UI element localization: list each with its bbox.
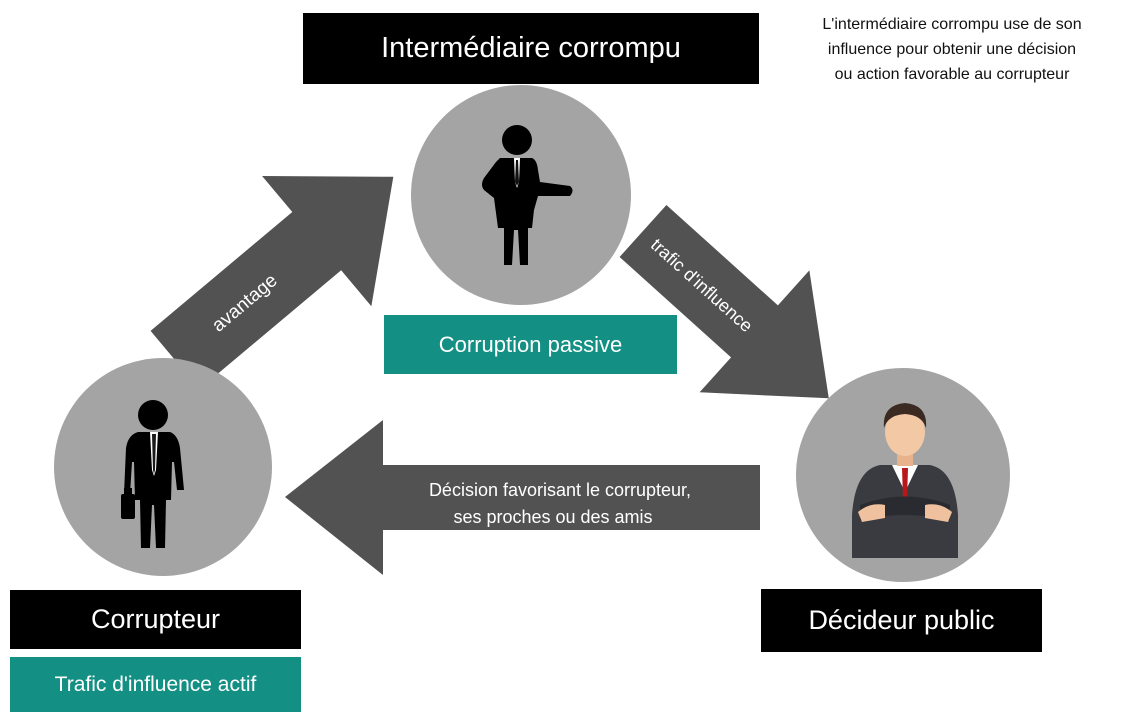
- businessman-pointing-icon: [482, 125, 573, 265]
- arrow-avantage-shape: [150, 175, 394, 390]
- trafic-influence-actif-badge: Trafic d'influence actif: [10, 657, 301, 712]
- arrow-decision-shape: [285, 420, 760, 575]
- arrow-decision-label-line2: ses proches ou des amis: [453, 507, 652, 527]
- intermediaire-label: Intermédiaire corrompu: [303, 13, 759, 84]
- arrow-decision-label-line1: Décision favorisant le corrupteur,: [429, 480, 691, 500]
- description-line-1: L'intermédiaire corrompu use de son: [822, 16, 1082, 33]
- description-line-2: influence pour obtenir une décision: [827, 41, 1077, 58]
- arrow-decision: Décision favorisant le corrupteur, ses p…: [285, 420, 760, 575]
- businessman-arms-crossed-icon: [852, 403, 958, 558]
- decideur-public-label: Décideur public: [761, 589, 1042, 652]
- arrow-trafic-shape: [619, 204, 829, 399]
- description-line-3: ou action favorable au corrupteur: [834, 66, 1070, 83]
- businessman-with-briefcase-icon: [121, 400, 184, 548]
- intermediaire-description: L'intermédiaire corrompu use de son infl…: [772, 12, 1132, 87]
- arrow-avantage: avantage: [150, 175, 394, 390]
- corruption-passive-badge: Corruption passive: [384, 315, 677, 374]
- corrupteur-label: Corrupteur: [10, 590, 301, 649]
